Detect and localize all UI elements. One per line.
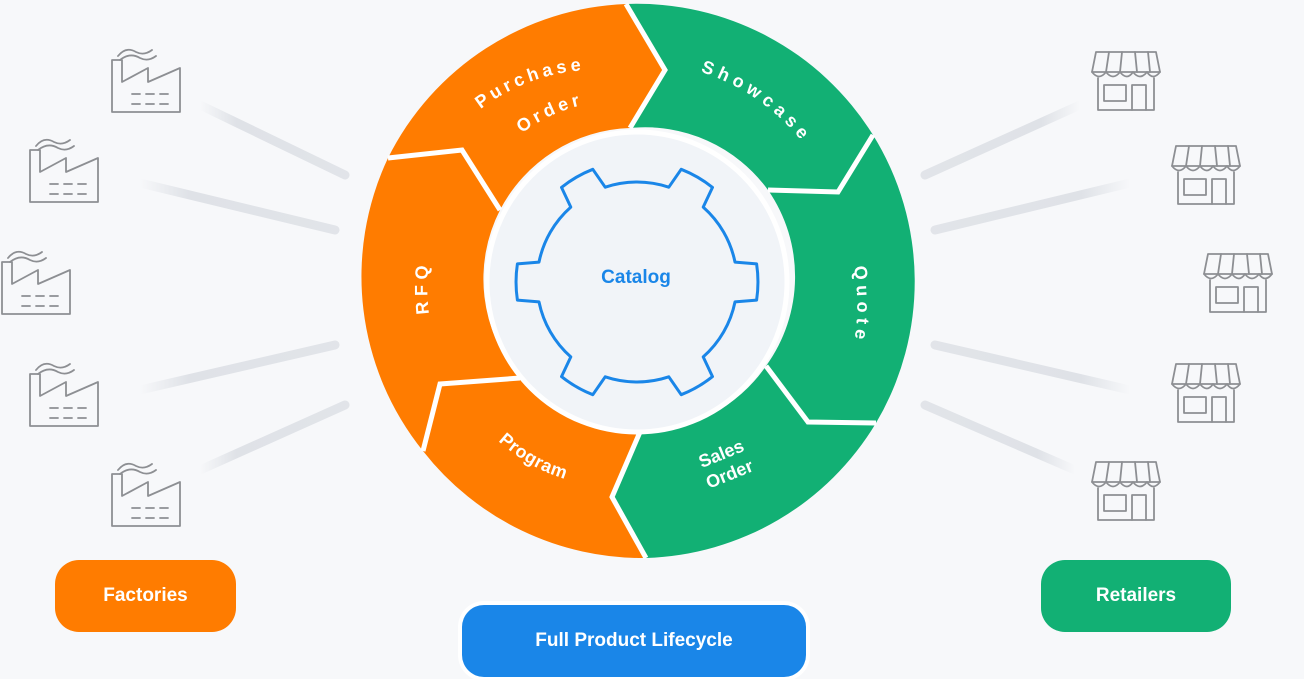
- retailers-group: [1091, 51, 1273, 521]
- retailers-label[interactable]: Retailers: [1041, 560, 1231, 632]
- full-product-lifecycle-label[interactable]: Full Product Lifecycle: [462, 605, 806, 677]
- center-label-catalog: Catalog: [601, 267, 671, 288]
- store-icon: [1091, 51, 1161, 111]
- inner-circle: [484, 129, 790, 435]
- factory-icon: [29, 362, 99, 427]
- segment-rfq[interactable]: [361, 150, 520, 451]
- segment-separators: [387, 2, 877, 560]
- store-icon: [1171, 363, 1241, 423]
- segment-quote[interactable]: [766, 135, 915, 423]
- store-icon: [1171, 145, 1241, 205]
- factory-icon: [1, 250, 71, 315]
- factory-icon: [111, 48, 181, 113]
- connector-rays: [85, 100, 1185, 475]
- segment-sales-order[interactable]: [612, 366, 876, 558]
- store-icon: [1091, 461, 1161, 521]
- factories-label[interactable]: Factories: [55, 560, 236, 632]
- segment-label-quote: Quote: [850, 264, 873, 345]
- factory-icon: [29, 138, 99, 203]
- lifecycle-wheel: [361, 2, 915, 560]
- rays-right: [920, 100, 1185, 475]
- store-icon: [1203, 253, 1273, 313]
- segment-label-rfq: RFQ: [411, 260, 433, 316]
- segment-purchase-order[interactable]: [388, 4, 665, 210]
- rays-left: [85, 100, 350, 475]
- segment-showcase[interactable]: [626, 3, 873, 192]
- segment-program[interactable]: [423, 378, 646, 559]
- factories-group: [1, 48, 181, 527]
- gear-icon: [514, 167, 760, 397]
- factory-icon: [111, 462, 181, 527]
